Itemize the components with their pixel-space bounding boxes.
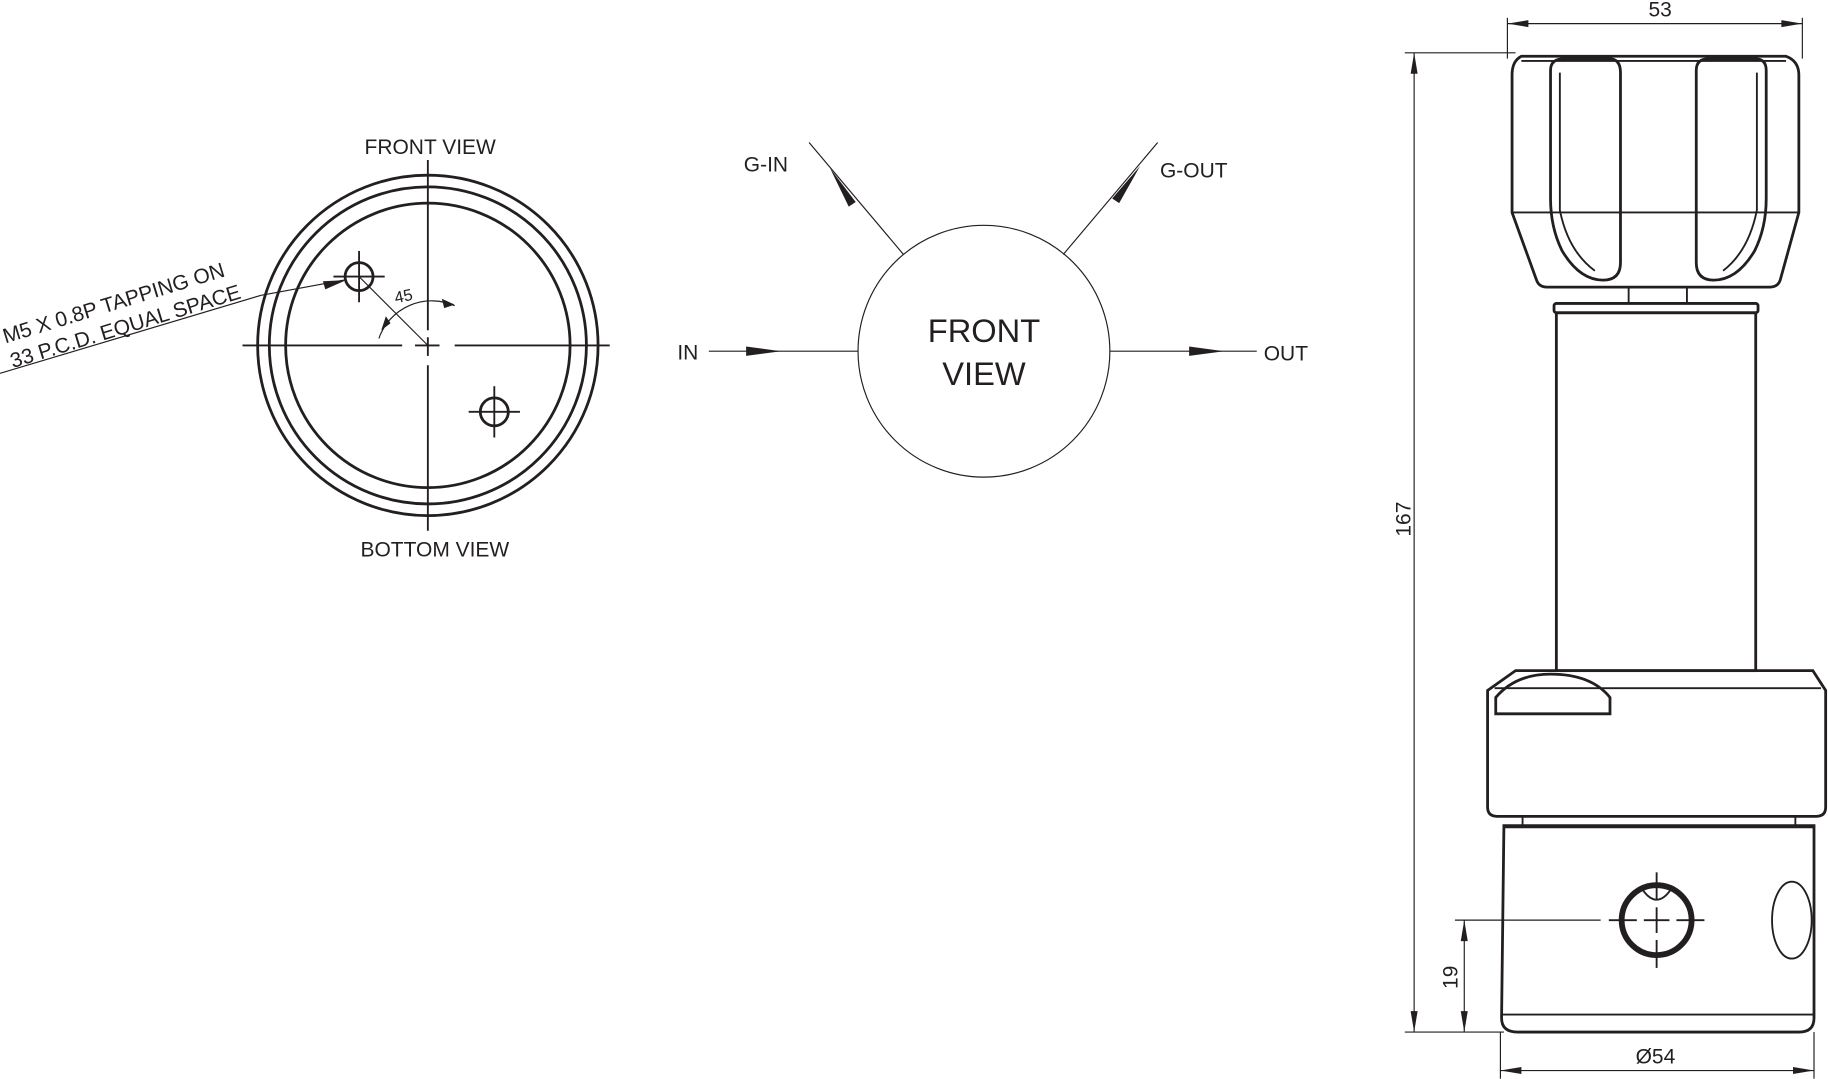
diameter-label: Ø54	[1636, 1046, 1676, 1069]
flange	[1486, 669, 1828, 818]
side-view: 53 167	[1393, 0, 1828, 1079]
leader-line	[0, 294, 262, 374]
gauge-in-arrowhead	[830, 168, 856, 207]
knob-stem	[1627, 286, 1688, 305]
body	[1500, 824, 1816, 1034]
bottom-view-label: BOTTOM VIEW	[360, 538, 509, 561]
bonnet	[1552, 302, 1760, 673]
gauge-out-label: G-OUT	[1160, 160, 1228, 183]
neck	[1521, 816, 1797, 826]
out-label: OUT	[1264, 343, 1308, 366]
gauge-out-line	[1062, 142, 1159, 255]
height-dim-label: 167	[1393, 502, 1416, 537]
front-view-label: FRONT VIEW	[365, 136, 496, 159]
front-view-circle	[857, 224, 1111, 478]
outlet-port	[1608, 872, 1705, 968]
leader-arrowhead	[322, 280, 347, 290]
arrowhead	[441, 298, 455, 309]
port-height-label: 19	[1439, 966, 1462, 989]
centerlines	[242, 160, 610, 531]
width-dim-label: 53	[1648, 0, 1671, 22]
in-arrowhead	[746, 346, 782, 356]
knob	[1510, 54, 1801, 289]
angle-arc	[378, 300, 455, 339]
front-label: FRONT	[928, 312, 1040, 349]
bottom-view: 45 M5 X 0.8P TAPPING ON 33 P.C.D. EQUAL …	[0, 136, 610, 561]
arrowhead	[381, 316, 391, 331]
gauge-out-arrowhead	[1112, 165, 1141, 204]
tapped-hole-2	[468, 386, 520, 438]
gauge-in-line	[808, 142, 904, 255]
port-diagram: FRONT VIEW IN OUT G-IN G-OUT	[677, 142, 1308, 478]
gauge-in-label: G-IN	[744, 154, 788, 177]
out-arrowhead	[1189, 346, 1225, 356]
in-label: IN	[677, 341, 698, 364]
angle-label: 45	[393, 286, 415, 307]
angle-line	[358, 276, 429, 346]
view-label: VIEW	[942, 355, 1026, 392]
side-port	[1771, 880, 1813, 960]
